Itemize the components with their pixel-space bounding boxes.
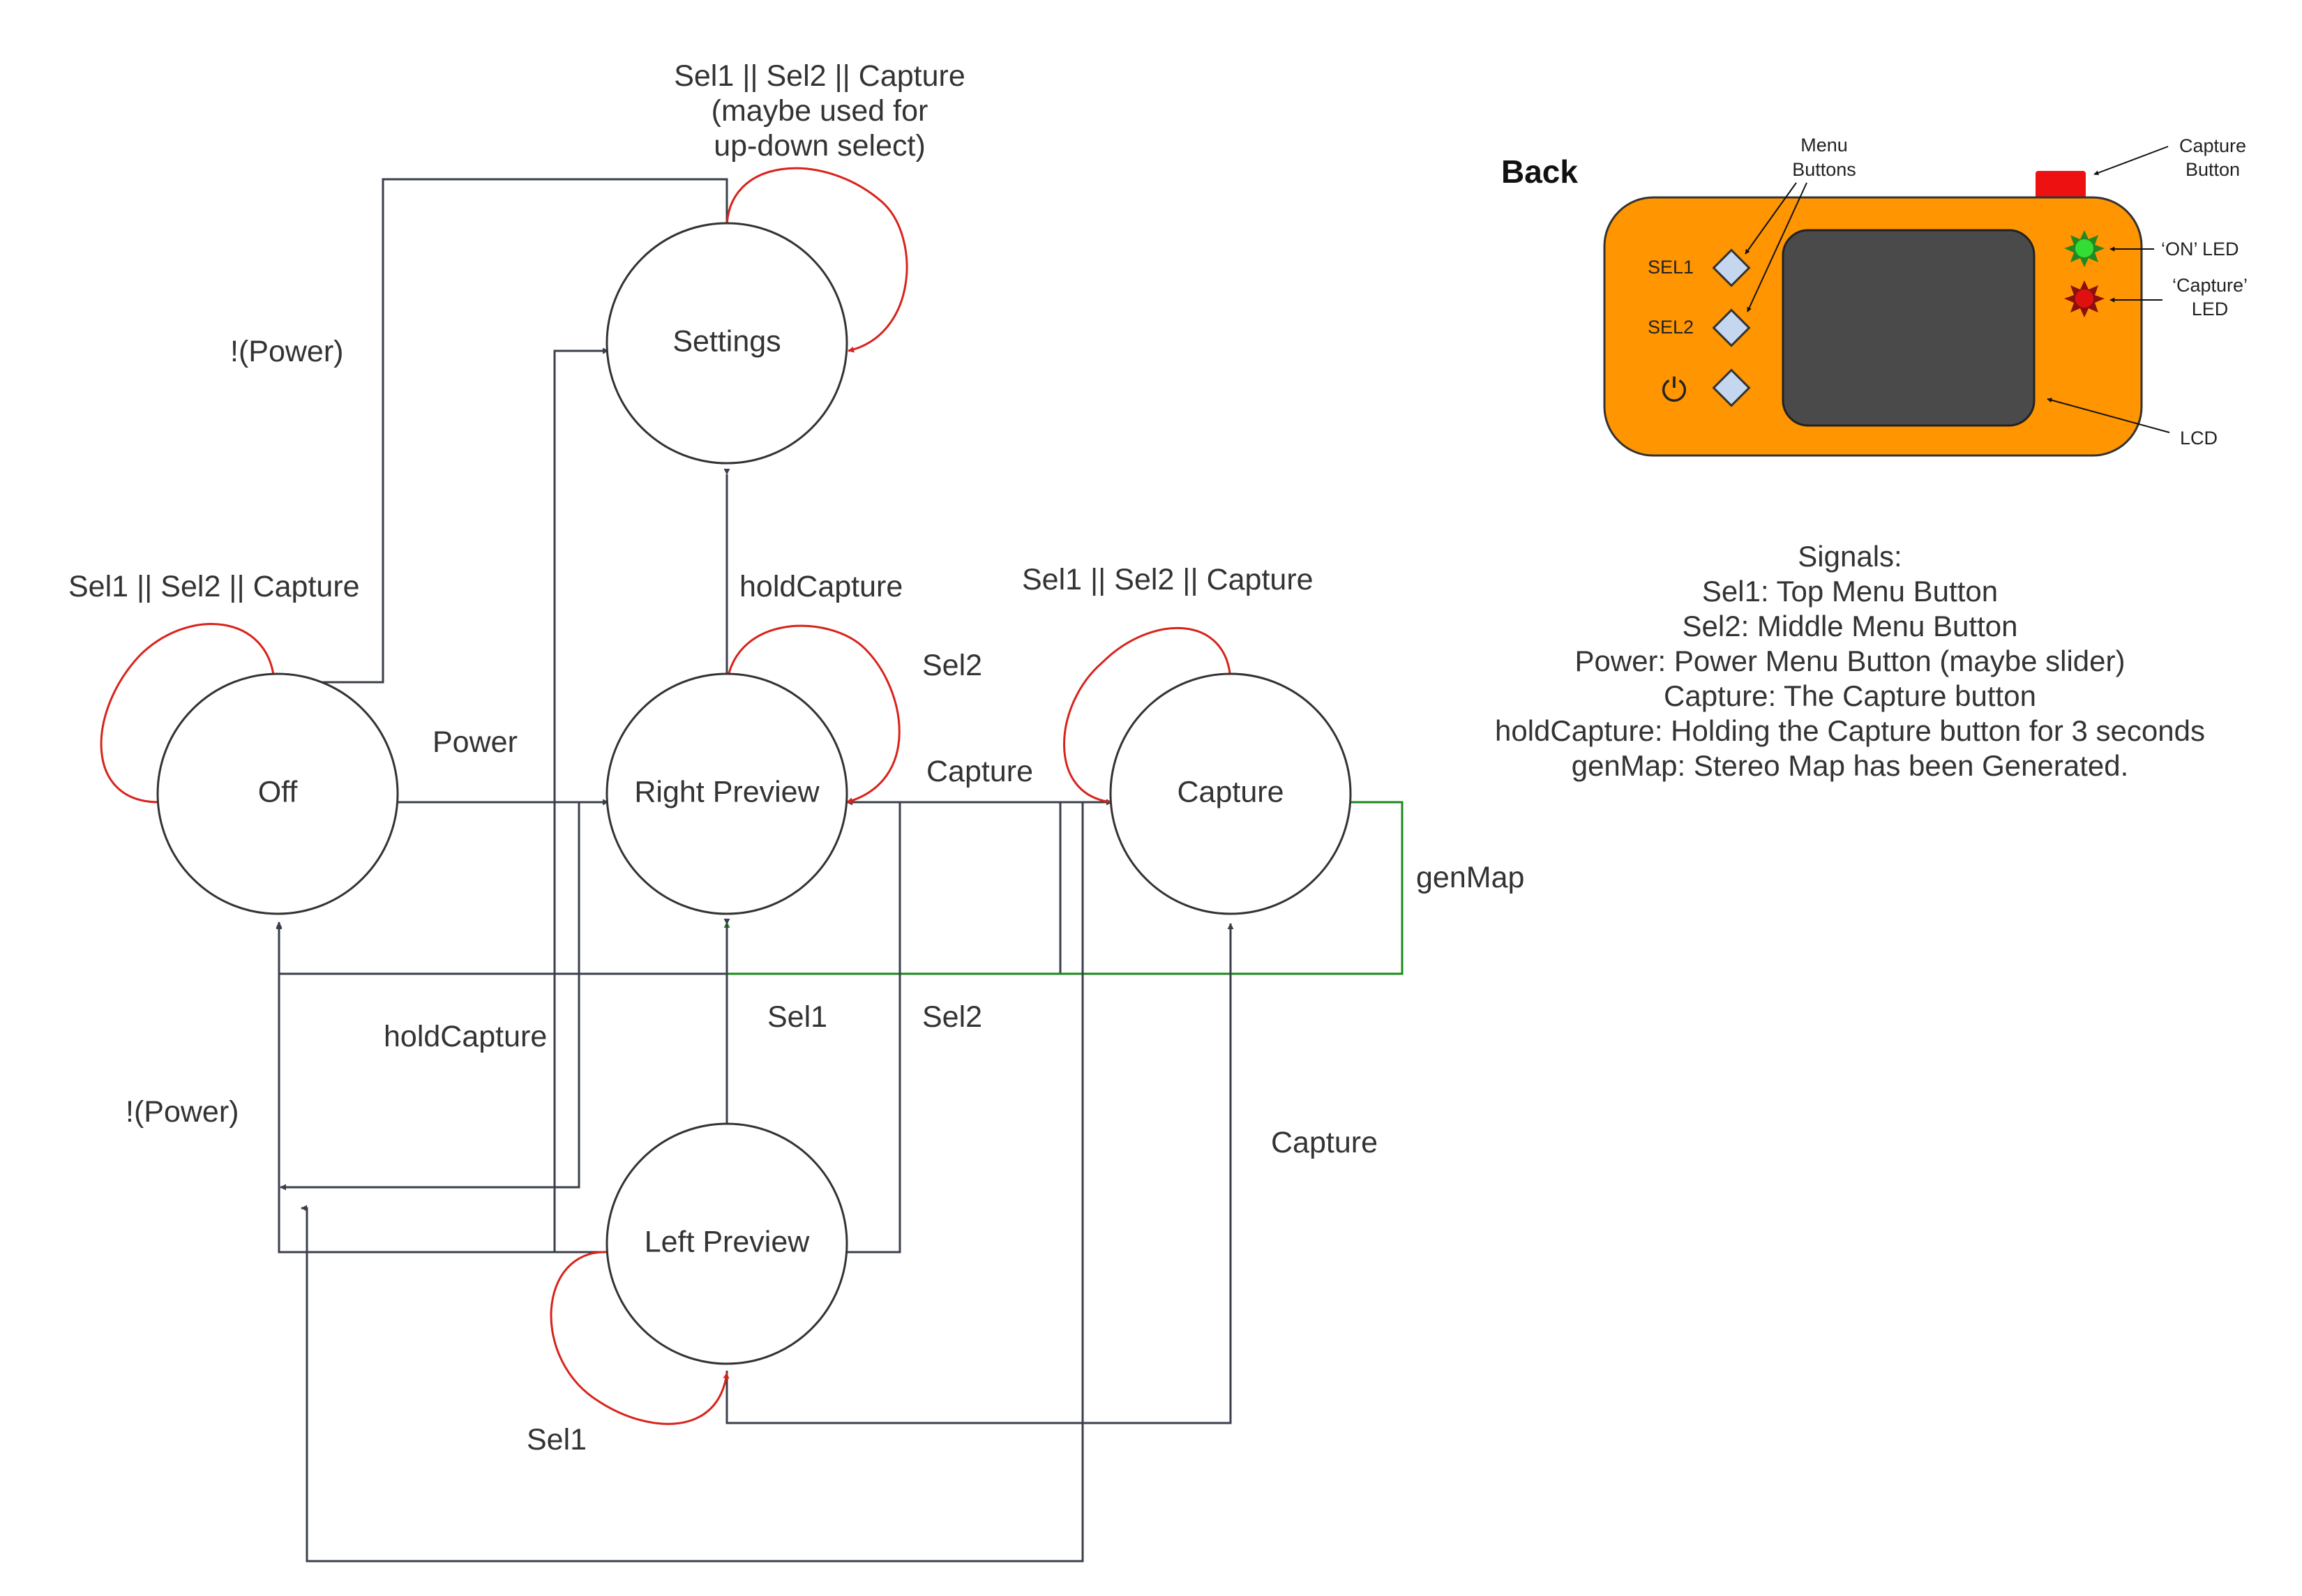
loop-settings — [725, 167, 908, 353]
state-label: Settings — [672, 324, 781, 358]
on-led-label: ‘ON’ LED — [2161, 239, 2239, 259]
edge-capture-bottom-loop — [301, 801, 1112, 1563]
edge-settings-to-off — [280, 178, 728, 686]
signals-title: Signals: — [1798, 540, 1902, 573]
label-left-to-right: Sel2 — [922, 1000, 982, 1034]
sel1-button — [1712, 248, 1751, 287]
label-gen-map: genMap — [1416, 861, 1524, 894]
state-off: Off — [156, 672, 399, 915]
label-right-settings: holdCapture — [739, 570, 903, 603]
menu-callout-sel2 — [1747, 182, 1807, 313]
transition-labels: Sel1 || Sel2 || Capture (maybe used for … — [68, 59, 1524, 1456]
edge-right-preview-to-off — [280, 801, 608, 1191]
label-capture-loop: Sel1 || Sel2 || Capture — [1022, 563, 1314, 596]
sel2-button — [1712, 308, 1751, 347]
state-settings: Settings — [605, 222, 848, 465]
label-settings-loop-3: up-down select) — [714, 129, 926, 163]
state-label: Left Preview — [645, 1225, 811, 1258]
capture-button-label-1: Capture — [2179, 135, 2246, 156]
menu-buttons-label-2: Buttons — [1792, 159, 1856, 180]
loop-right-preview — [725, 624, 901, 804]
loop-left-preview — [550, 1251, 730, 1425]
label-settings-to-off: !(Power) — [230, 335, 343, 368]
edge-left-to-capture — [725, 923, 1234, 1424]
label-right-loop: Sel2 — [922, 649, 982, 682]
signal-line: Sel2: Middle Menu Button — [1683, 610, 2018, 642]
device-back-illustration: Back SEL1 SEL2 ⏻ Menu Buttons Capture Bu… — [1501, 135, 2248, 457]
sel1-label: SEL1 — [1648, 257, 1694, 278]
capture-led-label-1: ‘Capture’ — [2172, 275, 2248, 296]
power-button — [1712, 368, 1751, 407]
state-left-preview: Left Preview — [605, 1122, 848, 1365]
capture-button-callout — [2093, 146, 2169, 176]
state-label: Right Preview — [634, 775, 820, 808]
signal-line: holdCapture: Holding the Capture button … — [1495, 714, 2205, 747]
label-left-to-settings: holdCapture — [384, 1020, 547, 1053]
lcd-callout — [2047, 398, 2170, 433]
power-icon: ⏻ — [1662, 371, 1687, 409]
label-settings-loop-1: Sel1 || Sel2 || Capture — [674, 59, 965, 93]
signal-line: Capture: The Capture button — [1664, 679, 2036, 712]
signal-line: Sel1: Top Menu Button — [1702, 575, 1998, 608]
lcd-screen — [1782, 229, 2036, 427]
edge-left-to-right-preview — [845, 799, 901, 1254]
state-capture: Capture — [1109, 672, 1352, 915]
state-label: Capture — [1178, 775, 1284, 808]
label-settings-loop-2: (maybe used for — [712, 94, 928, 128]
state-label: Off — [258, 775, 299, 808]
capture-led-label-2: LED — [2192, 299, 2229, 319]
menu-callout-sel1 — [1745, 182, 1797, 255]
label-off-loop: Sel1 || Sel2 || Capture — [68, 570, 360, 603]
device-title: Back — [1501, 153, 1578, 190]
label-off-to-right: Power — [432, 725, 518, 759]
lcd-label: LCD — [2180, 428, 2218, 449]
label-right-left: Sel1 — [767, 1000, 827, 1034]
capture-button-label-2: Button — [2186, 159, 2240, 180]
state-right-preview: Right Preview — [605, 672, 848, 915]
capture-button — [2036, 171, 2086, 199]
signal-line: genMap: Stereo Map has been Generated. — [1572, 749, 2129, 782]
sel2-label: SEL2 — [1648, 317, 1694, 338]
signals-legend: Signals: Sel1: Top Menu Button Sel2: Mid… — [1495, 540, 2205, 782]
signal-line: Power: Power Menu Button (maybe slider) — [1575, 645, 2126, 677]
loop-capture — [1063, 626, 1234, 804]
capture-led-icon — [2064, 280, 2105, 317]
edges — [100, 167, 1404, 1563]
label-right-to-capture: Capture — [926, 755, 1033, 788]
loop-off — [100, 623, 277, 804]
label-left-to-capture: Capture — [1271, 1126, 1378, 1159]
on-led-icon — [2064, 230, 2105, 267]
menu-buttons-label-1: Menu — [1800, 135, 1848, 156]
edge-left-to-off — [276, 923, 608, 1254]
label-left-loop: Sel1 — [527, 1423, 587, 1456]
label-to-off-power: !(Power) — [126, 1095, 239, 1129]
